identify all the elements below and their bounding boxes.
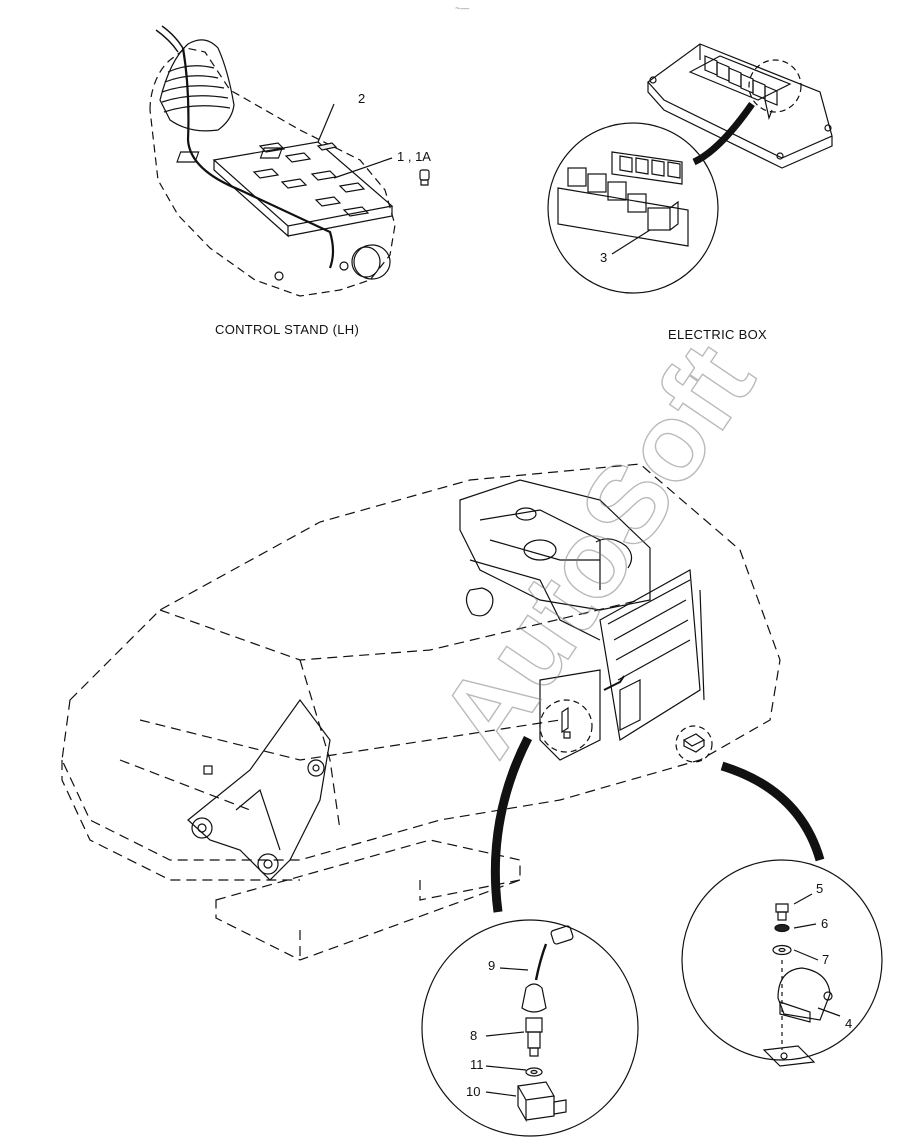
- callout-8: 8: [470, 1028, 478, 1043]
- sensor-detail-drawing: [421, 919, 639, 1137]
- callout-6: 6: [821, 916, 829, 931]
- callout-11: 11: [470, 1057, 484, 1072]
- callout-1-1a: 1 , 1A: [397, 149, 431, 164]
- control-stand-drawing: [149, 25, 430, 297]
- callout-5: 5: [816, 881, 824, 896]
- callout-4: 4: [845, 1016, 853, 1031]
- caption-control-stand: CONTROL STAND (LH): [215, 322, 360, 337]
- header-mark: ~—: [455, 3, 470, 13]
- leader-3: [611, 229, 651, 255]
- callout-10: 10: [466, 1084, 481, 1099]
- caption-electric-box: ELECTRIC BOX: [668, 327, 767, 342]
- callout-9: 9: [488, 958, 496, 973]
- leader-1: [333, 157, 393, 179]
- excavator-drawing: [61, 463, 825, 961]
- watermark-text: AutoSoft: [416, 323, 778, 777]
- callout-2: 2: [358, 91, 366, 106]
- horn-detail-drawing: [681, 859, 883, 1067]
- leader-2: [317, 103, 335, 143]
- callout-3: 3: [600, 250, 608, 265]
- callout-7: 7: [822, 952, 830, 967]
- electric-box-drawing: [547, 43, 833, 294]
